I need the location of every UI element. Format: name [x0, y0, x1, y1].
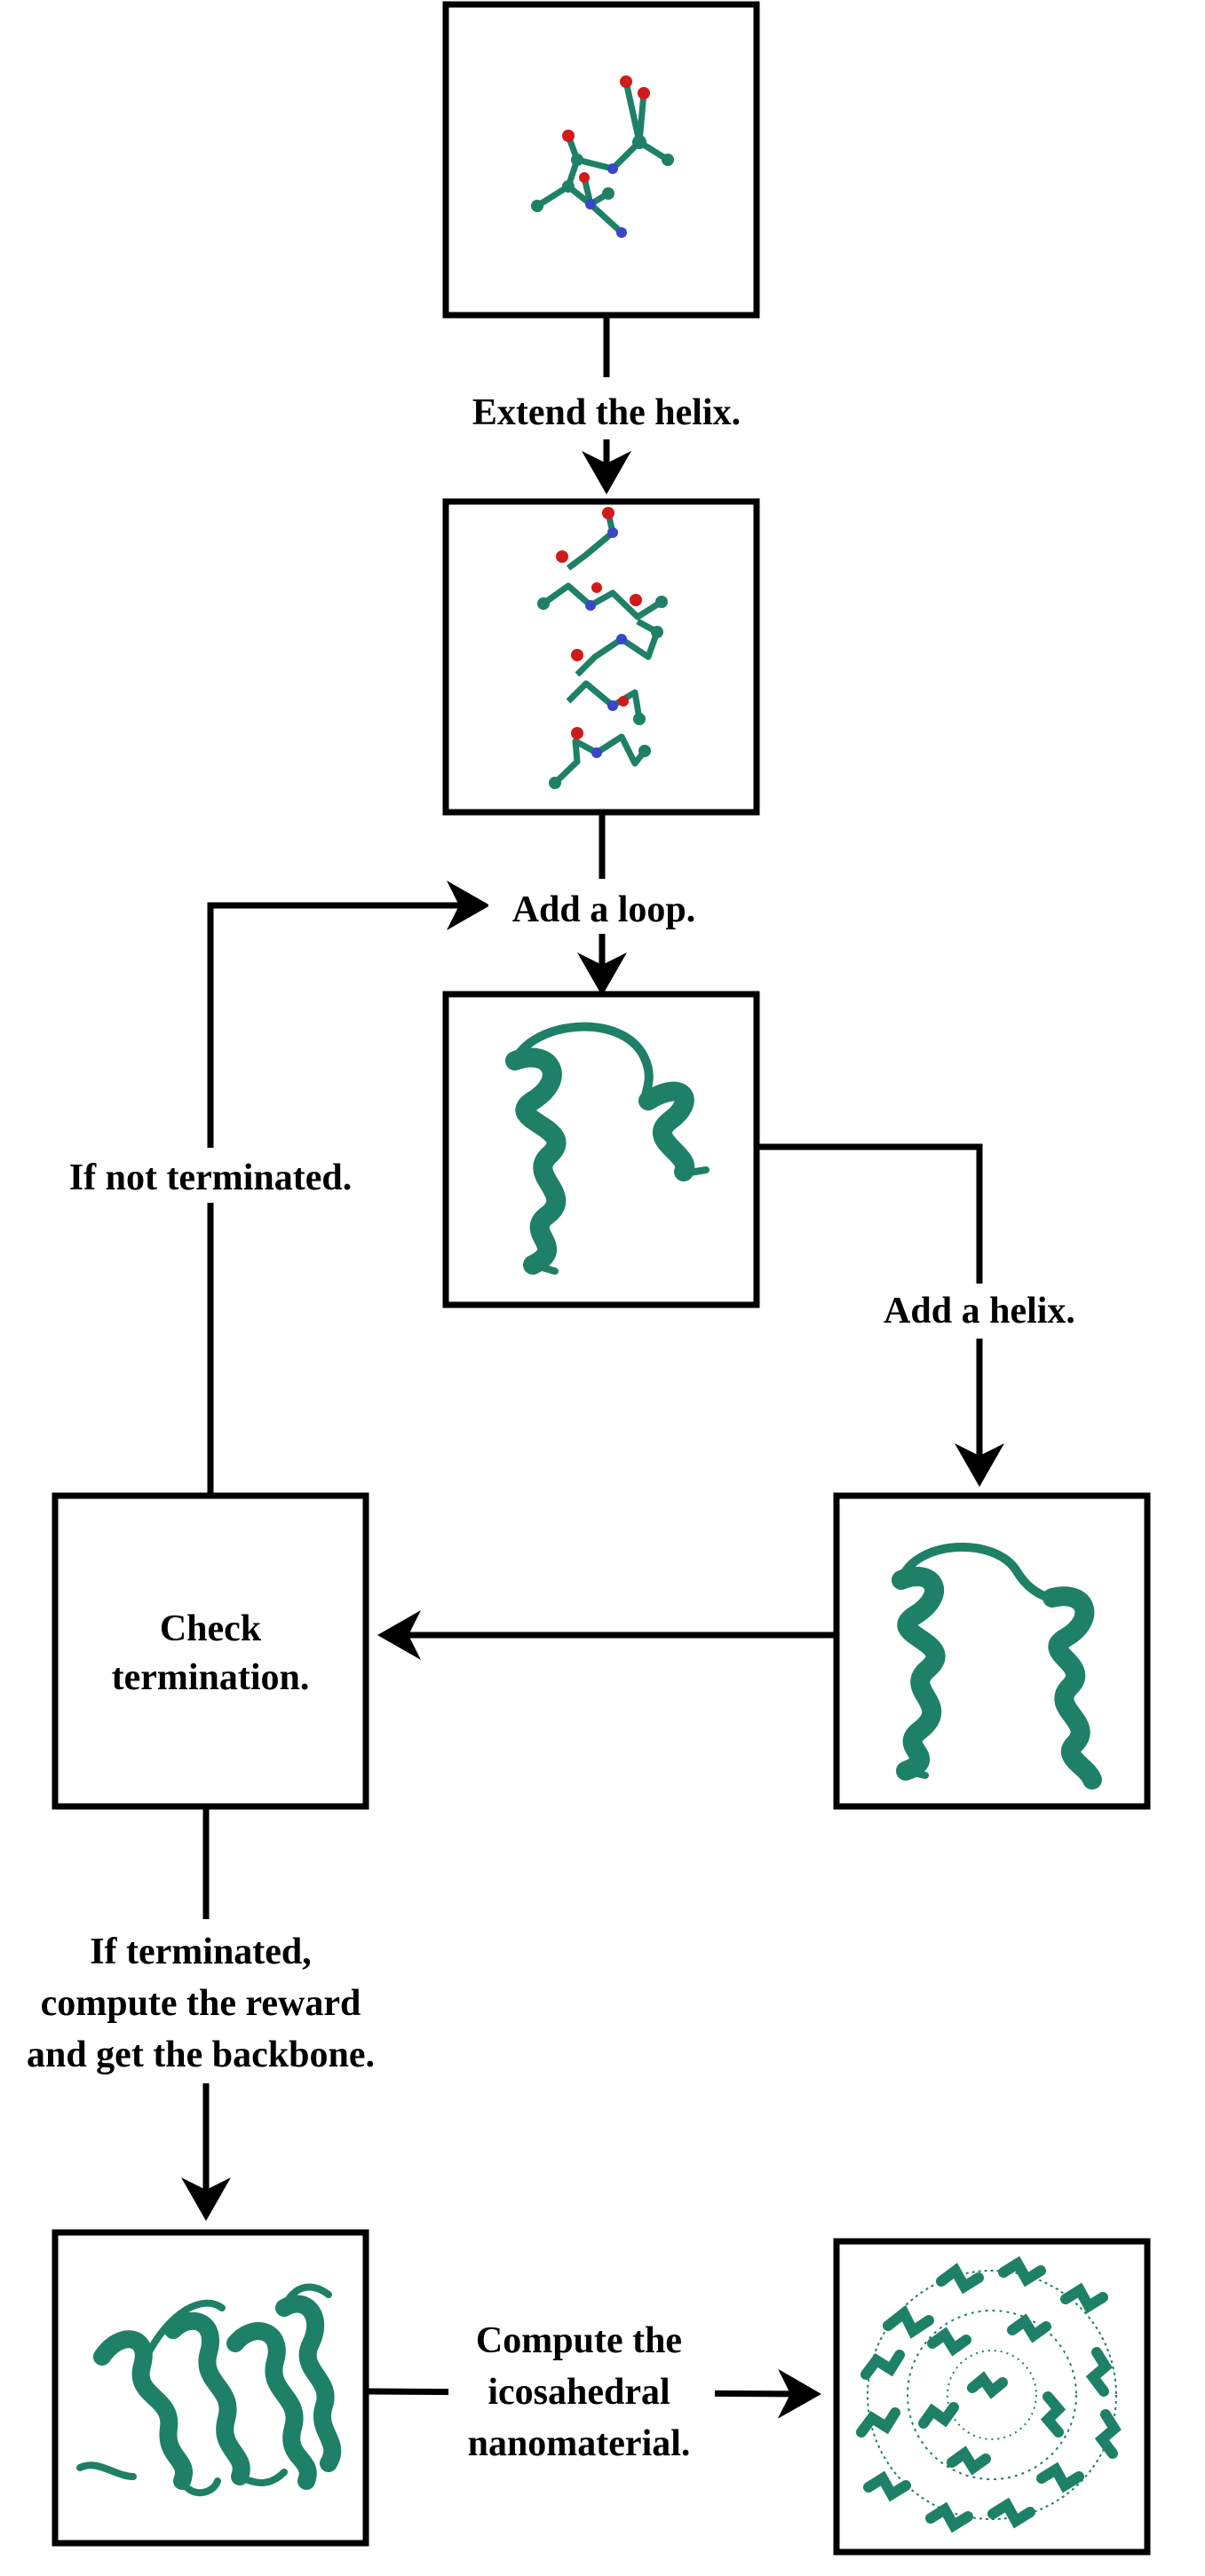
edge-label-extend: Extend the helix.	[472, 392, 741, 433]
edge-label-terminated-line2: compute the reward	[41, 1983, 361, 2024]
protein-ribbon-icon	[892, 1542, 1102, 1790]
edge-label-not-terminated: If not terminated.	[69, 1158, 352, 1198]
edge-label-bg	[0, 1919, 404, 2083]
edge-label-terminated-line3: and get the backbone.	[27, 2035, 375, 2075]
node-check-termination: Check termination.	[52, 1492, 369, 1810]
edge-label-compute-line3: nanomaterial.	[468, 2423, 691, 2464]
edge-if-not-terminated	[207, 881, 490, 1494]
node-helix-loop	[442, 991, 760, 1308]
edge-label-bg	[488, 879, 719, 934]
edge-label-compute-line1: Compute the	[476, 2320, 682, 2361]
node-dipeptide	[442, 1, 760, 319]
edge-label-helix: Add a helix.	[884, 1291, 1075, 1331]
edge-label-bg	[44, 1148, 377, 1203]
edge-add-helix	[759, 1143, 1004, 1487]
node-extended-helix	[442, 498, 760, 816]
icosahedral-cage-icon	[856, 2256, 1122, 2533]
protein-bundle-icon	[76, 2283, 342, 2497]
check-termination-line1: Check	[160, 1608, 262, 1649]
node-helix-loop-helix	[833, 1492, 1151, 1810]
ball-and-stick-molecule-icon	[531, 75, 674, 238]
edge-label-bg	[426, 377, 777, 439]
edge-label-bg	[448, 2321, 715, 2485]
protein-ribbon-icon	[505, 1022, 710, 1275]
ball-and-stick-helix-icon	[537, 507, 668, 789]
check-termination-line2: termination.	[112, 1657, 310, 1698]
edge-label-compute-line2: icosahedral	[488, 2372, 670, 2413]
edge-label-loop: Add a loop.	[512, 889, 696, 930]
node-backbone	[52, 2229, 369, 2547]
edge-label-bg	[860, 1284, 1099, 1339]
edge-label-terminated-line1: If terminated,	[90, 1932, 312, 1972]
node-nanomaterial	[833, 2238, 1151, 2556]
